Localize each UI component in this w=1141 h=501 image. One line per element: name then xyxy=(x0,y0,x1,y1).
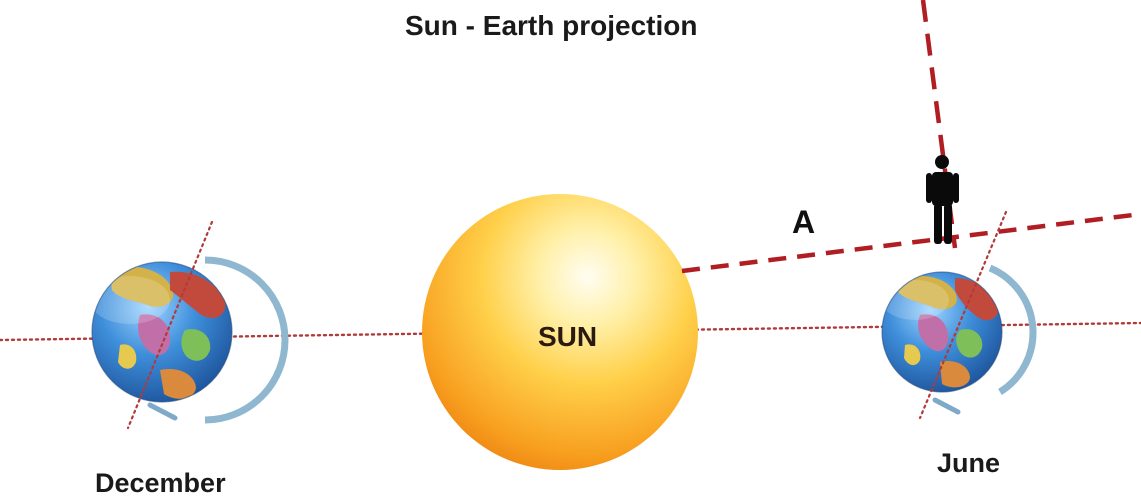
angle-label: A xyxy=(792,204,816,240)
earth-june-globe xyxy=(881,264,1037,415)
diagram-title: Sun - Earth projection xyxy=(405,10,698,41)
december-axis-dotted-line xyxy=(126,220,214,430)
sun-label: SUN xyxy=(538,321,598,352)
person-icon xyxy=(926,155,959,244)
june-label: June xyxy=(937,448,1001,478)
december-label: December xyxy=(95,468,226,498)
sun-sphere xyxy=(422,194,698,470)
earth-december-globe xyxy=(91,256,289,424)
june-axis-dotted-line xyxy=(918,210,1008,420)
sun-ray-dashed-line xyxy=(681,212,1134,274)
